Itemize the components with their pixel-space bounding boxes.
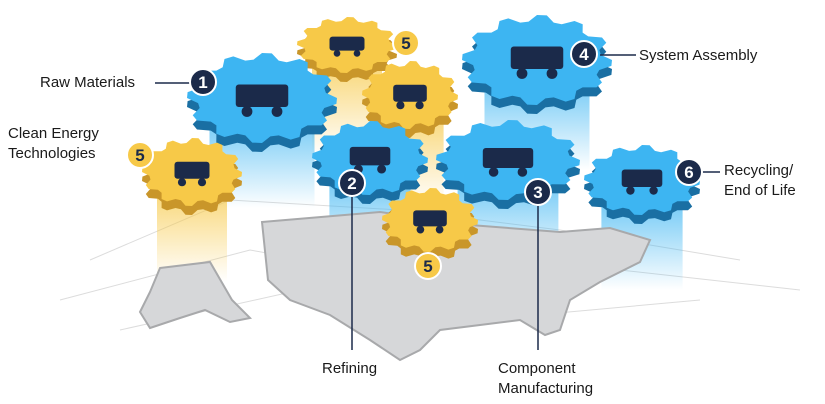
wrench-icon — [510, 46, 564, 79]
recycle-icon — [621, 169, 663, 195]
label-component-line1: Component — [498, 360, 576, 377]
hydro-gear — [362, 61, 458, 138]
badge-clean-energy-top: 5 — [392, 29, 420, 57]
recycling-gear — [584, 145, 700, 224]
badge-raw-materials: 1 — [189, 68, 217, 96]
badge-clean-energy-bottom: 5 — [414, 252, 442, 280]
label-recycling-line2: End of Life — [724, 182, 796, 199]
label-component-line2: Manufacturing — [498, 380, 594, 397]
wind-turbine-icon — [413, 210, 447, 234]
leader-lines — [155, 54, 720, 350]
label-clean-energy-line1: Clean Energy — [8, 125, 99, 142]
badge-number: 5 — [423, 257, 432, 276]
solar-panel-icon — [174, 161, 210, 187]
badge-number: 5 — [401, 34, 410, 53]
badges: 1 2 3 4 5 5 5 6 — [126, 29, 703, 280]
us-map — [260, 210, 652, 362]
alaska-map — [138, 260, 253, 330]
gears — [142, 15, 700, 261]
badge-recycling: 6 — [675, 158, 703, 186]
badge-number: 1 — [198, 73, 207, 92]
mining-truck-icon — [235, 84, 289, 117]
hydro-dam-icon — [393, 84, 427, 110]
label-clean-energy-line2: Technologies — [8, 145, 96, 162]
battery-icon — [329, 36, 365, 57]
solar-gear — [142, 138, 242, 215]
badge-system-assembly: 4 — [570, 40, 598, 68]
badge-number: 5 — [135, 146, 144, 165]
label-raw-materials: Raw Materials — [40, 74, 136, 91]
badge-number: 6 — [684, 163, 693, 182]
badge-number: 3 — [533, 183, 542, 202]
robot-arm-icon — [482, 148, 534, 177]
wind-gear — [382, 188, 478, 261]
badge-component: 3 — [524, 178, 552, 206]
raw-materials-gear — [187, 53, 337, 152]
badge-number: 2 — [347, 174, 356, 193]
battery-gear — [297, 17, 397, 82]
badge-number: 4 — [579, 45, 589, 64]
factory-icon — [349, 146, 391, 174]
label-refining: Refining — [322, 360, 378, 377]
label-system-assembly: System Assembly — [639, 47, 758, 64]
label-recycling-line1: Recycling/ — [724, 162, 794, 179]
badge-refining: 2 — [338, 169, 366, 197]
badge-clean-energy-left: 5 — [126, 141, 154, 169]
